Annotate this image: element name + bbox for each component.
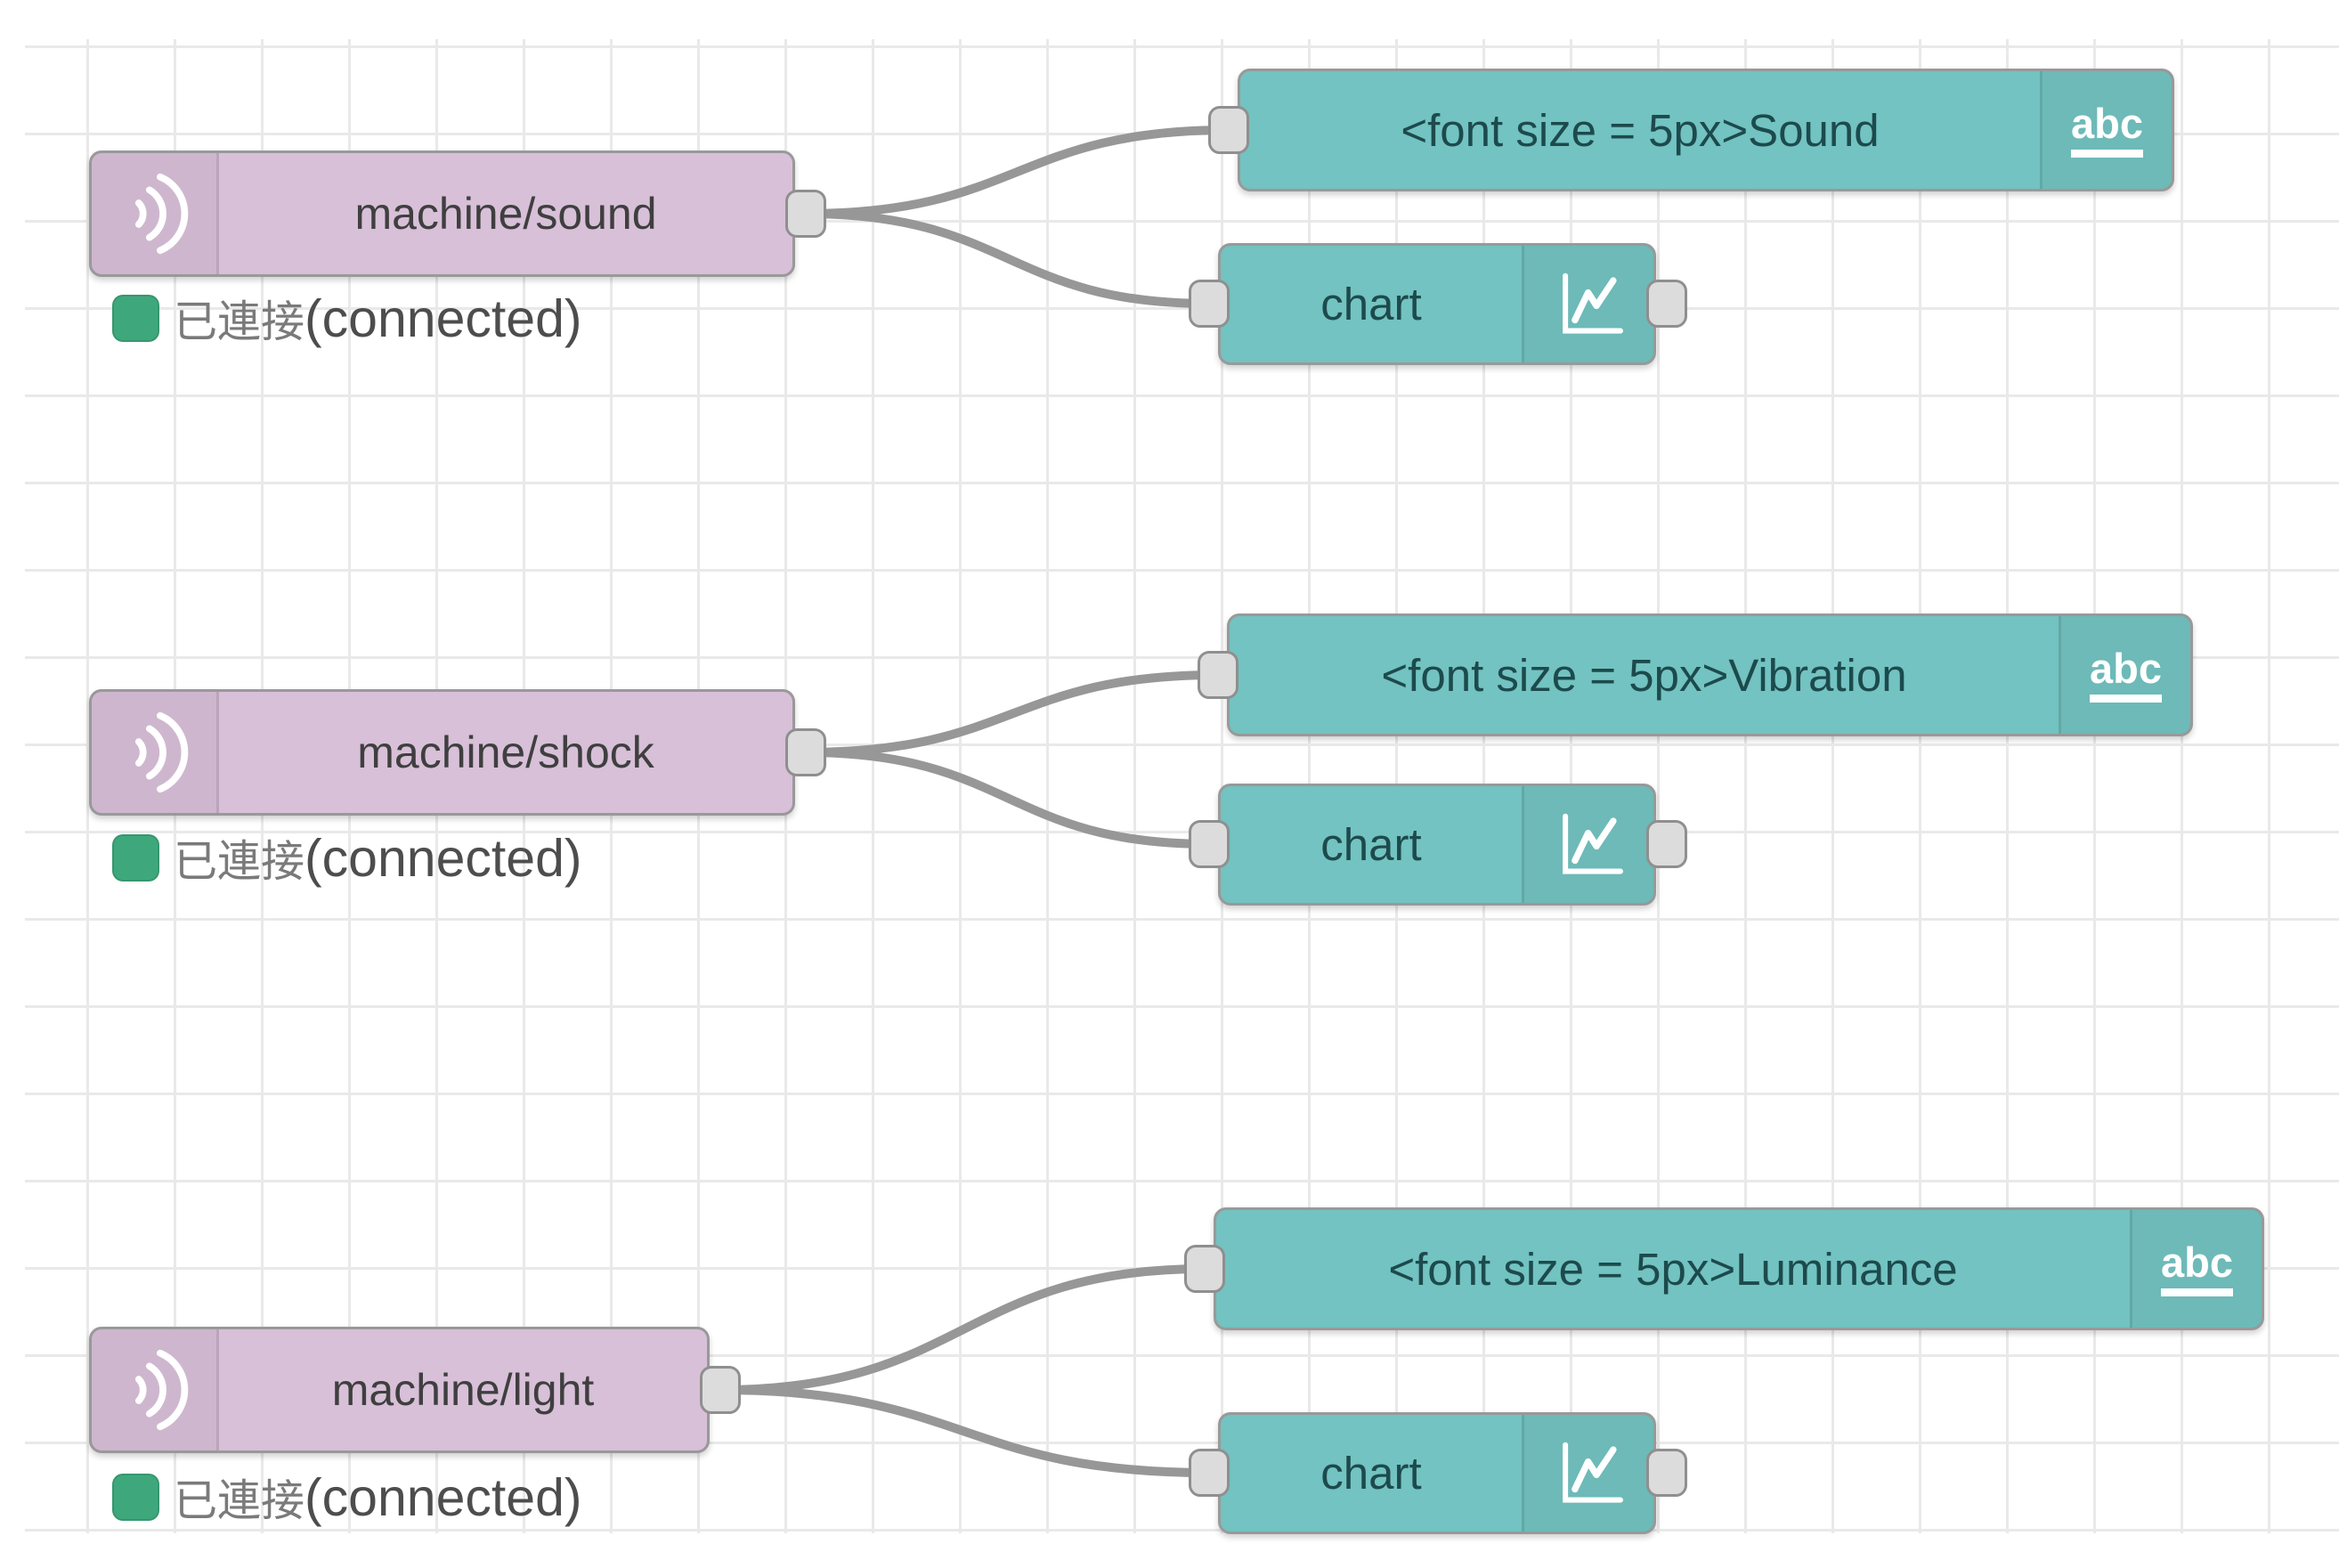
node-label: <font size = 5px>Luminance <box>1388 1243 1958 1295</box>
status-text: 已連接(connected) <box>174 829 582 888</box>
node-label: chart <box>1320 819 1422 870</box>
node-icon-region: abc <box>2040 71 2172 189</box>
input-port[interactable] <box>1208 106 1249 154</box>
node-label: machine/shock <box>357 727 654 777</box>
abc-icon: abc <box>2090 647 2162 703</box>
node-label: chart <box>1320 279 1422 329</box>
signal-waves-icon <box>134 173 189 255</box>
node-label: chart <box>1320 1448 1422 1499</box>
node-icon-region <box>1522 1415 1653 1531</box>
line-chart-icon <box>1562 813 1623 874</box>
wire-sound-to-chart[interactable] <box>801 209 1214 308</box>
wire-sound-to-text[interactable] <box>801 126 1233 218</box>
status-text: 已連接(connected) <box>174 289 582 348</box>
status-dot-connected <box>112 295 159 342</box>
input-port[interactable] <box>1184 1245 1225 1293</box>
node-icon-region: abc <box>2059 616 2190 734</box>
node-icon-region <box>92 153 219 274</box>
wire-shock-to-text[interactable] <box>801 670 1222 757</box>
output-port[interactable] <box>785 728 826 776</box>
text-widget-node-luminance[interactable]: abc <font size = 5px>Luminance <box>1214 1207 2264 1330</box>
text-widget-node-vibration[interactable]: abc <font size = 5px>Vibration <box>1227 613 2193 736</box>
status-dot-connected <box>112 1474 159 1521</box>
node-label: <font size = 5px>Vibration <box>1381 649 1907 701</box>
node-label: <font size = 5px>Sound <box>1401 104 1880 156</box>
node-icon-region <box>1522 246 1653 362</box>
output-port[interactable] <box>785 190 826 238</box>
line-chart-icon <box>1562 272 1623 334</box>
input-port[interactable] <box>1189 820 1230 868</box>
chart-widget-node-shock[interactable]: chart <box>1218 784 1656 906</box>
text-widget-node-sound[interactable]: abc <font size = 5px>Sound <box>1238 69 2174 191</box>
status-text: 已連接(connected) <box>174 1468 582 1527</box>
chart-widget-node-sound[interactable]: chart <box>1218 243 1656 365</box>
wire-light-to-text[interactable] <box>716 1264 1209 1394</box>
status-dot-connected <box>112 834 159 881</box>
mqtt-in-node-light[interactable]: machine/light <box>89 1327 710 1453</box>
wire-light-to-chart[interactable] <box>716 1385 1214 1477</box>
mqtt-in-node-sound[interactable]: machine/sound <box>89 150 795 277</box>
output-port[interactable] <box>700 1366 741 1414</box>
node-label: machine/light <box>331 1365 595 1415</box>
node-icon-region <box>92 1329 219 1450</box>
node-icon-region <box>1522 786 1653 903</box>
wire-shock-to-chart[interactable] <box>801 748 1214 849</box>
abc-icon: abc <box>2161 1241 2233 1296</box>
status-indicator: 已連接(connected) <box>112 826 582 890</box>
output-port[interactable] <box>1646 280 1687 328</box>
output-port[interactable] <box>1646 1449 1687 1497</box>
status-indicator: 已連接(connected) <box>112 1466 582 1529</box>
input-port[interactable] <box>1198 651 1239 699</box>
node-icon-region <box>92 692 219 813</box>
mqtt-in-node-shock[interactable]: machine/shock <box>89 689 795 816</box>
signal-waves-icon <box>134 711 189 793</box>
abc-icon: abc <box>2071 102 2143 158</box>
signal-waves-icon <box>134 1349 189 1431</box>
output-port[interactable] <box>1646 820 1687 868</box>
line-chart-icon <box>1562 1442 1623 1503</box>
node-label: machine/sound <box>354 189 657 239</box>
input-port[interactable] <box>1189 1449 1230 1497</box>
chart-widget-node-light[interactable]: chart <box>1218 1412 1656 1534</box>
node-icon-region: abc <box>2130 1210 2262 1328</box>
status-indicator: 已連接(connected) <box>112 287 582 350</box>
input-port[interactable] <box>1189 280 1230 328</box>
